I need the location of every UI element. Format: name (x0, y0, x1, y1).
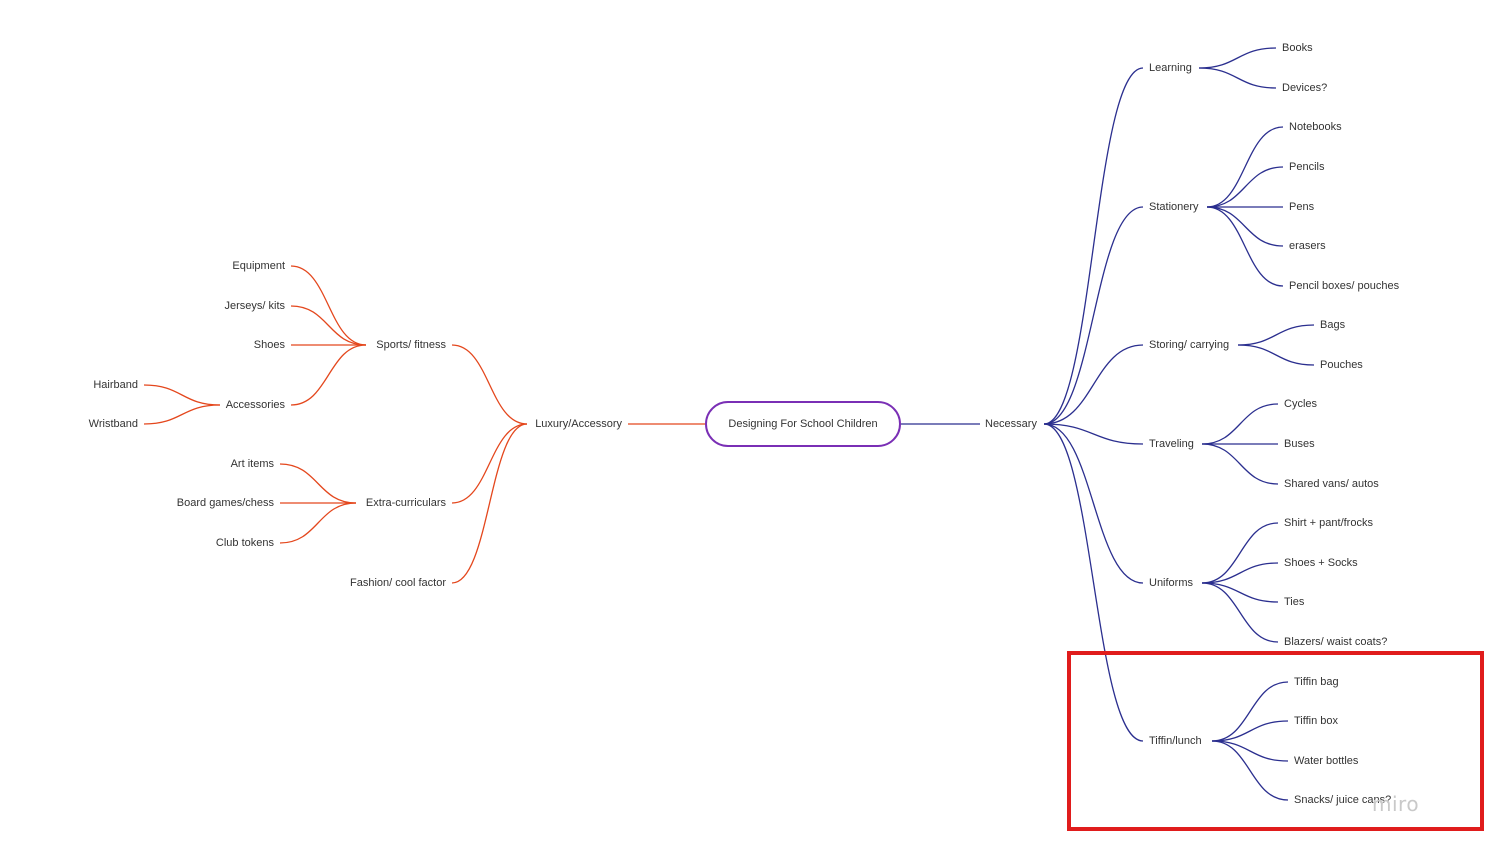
leaf-club-tokens[interactable]: Club tokens (215, 537, 274, 549)
connector-sports-child (290, 344, 367, 406)
node-stationery[interactable]: Stationery (1149, 201, 1199, 213)
connector-necessary-child (1043, 67, 1144, 425)
connector-extra-child (279, 502, 357, 544)
connector-necessary-child (1043, 344, 1144, 425)
leaf-pencil-boxes[interactable]: Pencil boxes/ pouches (1289, 280, 1400, 292)
leaf-tiffin-box[interactable]: Tiffin box (1294, 715, 1339, 727)
connector-accessories-child (143, 384, 221, 406)
connector-uniforms-child (1201, 522, 1279, 584)
leaf-devices[interactable]: Devices? (1282, 82, 1328, 94)
connector-necessary-child (1043, 423, 1144, 445)
connector-necessary-child (1043, 423, 1144, 584)
node-sports-fitness[interactable]: Sports/ fitness (376, 339, 446, 351)
branch-luxury-accessory[interactable]: Luxury/Accessory (535, 418, 622, 430)
leaf-shoes[interactable]: Shoes (253, 339, 285, 351)
selection-highlight-box (1067, 651, 1484, 831)
node-storing-carrying[interactable]: Storing/ carrying (1149, 339, 1230, 351)
connector-luxury-child (451, 423, 528, 584)
leaf-pencils[interactable]: Pencils (1289, 161, 1325, 173)
connector-uniforms-child (1201, 582, 1279, 603)
leaf-wristband[interactable]: Wristband (88, 418, 138, 430)
leaf-books[interactable]: Books (1282, 42, 1313, 54)
node-uniforms[interactable]: Uniforms (1149, 577, 1194, 589)
leaf-water-bottles[interactable]: Water bottles (1294, 755, 1359, 767)
node-extra-curriculars[interactable]: Extra-curriculars (365, 497, 446, 509)
leaf-ties[interactable]: Ties (1284, 596, 1305, 608)
connector-stationery-child (1206, 166, 1284, 208)
connector-necessary-child (1043, 206, 1144, 425)
connector-learning-child (1198, 67, 1277, 89)
leaf-blazers[interactable]: Blazers/ waist coats? (1284, 636, 1388, 648)
connector-tiffin-child (1211, 740, 1289, 801)
miro-watermark: miro (1372, 792, 1420, 816)
leaf-equipment[interactable]: Equipment (232, 260, 285, 272)
leaf-erasers[interactable]: erasers (1289, 240, 1326, 252)
connector-learning-child (1198, 47, 1277, 69)
connector-luxury-child (451, 423, 528, 504)
connector-extra-child (279, 463, 357, 504)
leaf-pens[interactable]: Pens (1289, 201, 1315, 213)
connector-storing-child (1237, 324, 1315, 346)
connector-uniforms-child (1201, 582, 1279, 643)
connector-necessary-child (1043, 423, 1144, 742)
node-fashion[interactable]: Fashion/ cool factor (350, 577, 446, 589)
connector-stationery-child (1206, 206, 1284, 247)
leaf-shared-vans[interactable]: Shared vans/ autos (1284, 478, 1379, 490)
node-learning[interactable]: Learning (1149, 62, 1192, 74)
node-accessories[interactable]: Accessories (225, 399, 285, 411)
connector-stationery-child (1206, 126, 1284, 208)
connector-sports-child (290, 265, 367, 346)
central-topic-label: Designing For School Children (728, 418, 878, 430)
branch-necessary[interactable]: Necessary (985, 418, 1037, 430)
connector-sports-child (290, 305, 367, 346)
leaf-notebooks[interactable]: Notebooks (1289, 121, 1342, 133)
node-traveling[interactable]: Traveling (1149, 438, 1194, 450)
leaf-shoes-socks[interactable]: Shoes + Socks (1284, 557, 1358, 569)
node-tiffin-lunch[interactable]: Tiffin/lunch (1149, 735, 1202, 747)
connector-tiffin-child (1211, 681, 1289, 742)
connector-stationery-child (1206, 206, 1284, 287)
connector-tiffin-child (1211, 740, 1289, 762)
leaf-board-games[interactable]: Board games/chess (176, 497, 274, 509)
connector-traveling-child (1201, 443, 1279, 485)
leaf-snacks-juice[interactable]: Snacks/ juice cans? (1294, 794, 1392, 806)
connector-uniforms-child (1201, 562, 1279, 584)
leaf-bags[interactable]: Bags (1320, 319, 1346, 331)
connector-tiffin-child (1211, 720, 1289, 742)
leaf-pouches[interactable]: Pouches (1320, 359, 1363, 371)
leaf-cycles[interactable]: Cycles (1284, 398, 1318, 410)
connector-accessories-child (143, 404, 221, 425)
leaf-hairband[interactable]: Hairband (93, 379, 138, 391)
connector-storing-child (1237, 344, 1315, 366)
leaf-shirt-pant[interactable]: Shirt + pant/frocks (1284, 517, 1373, 529)
connector-traveling-child (1201, 403, 1279, 445)
leaf-buses[interactable]: Buses (1284, 438, 1315, 450)
leaf-tiffin-bag[interactable]: Tiffin bag (1294, 676, 1339, 688)
leaf-art-items[interactable]: Art items (230, 458, 274, 470)
leaf-jerseys-kits[interactable]: Jerseys/ kits (224, 300, 285, 312)
connector-luxury-child (451, 344, 528, 425)
central-topic-node[interactable]: Designing For School Children (705, 401, 901, 447)
